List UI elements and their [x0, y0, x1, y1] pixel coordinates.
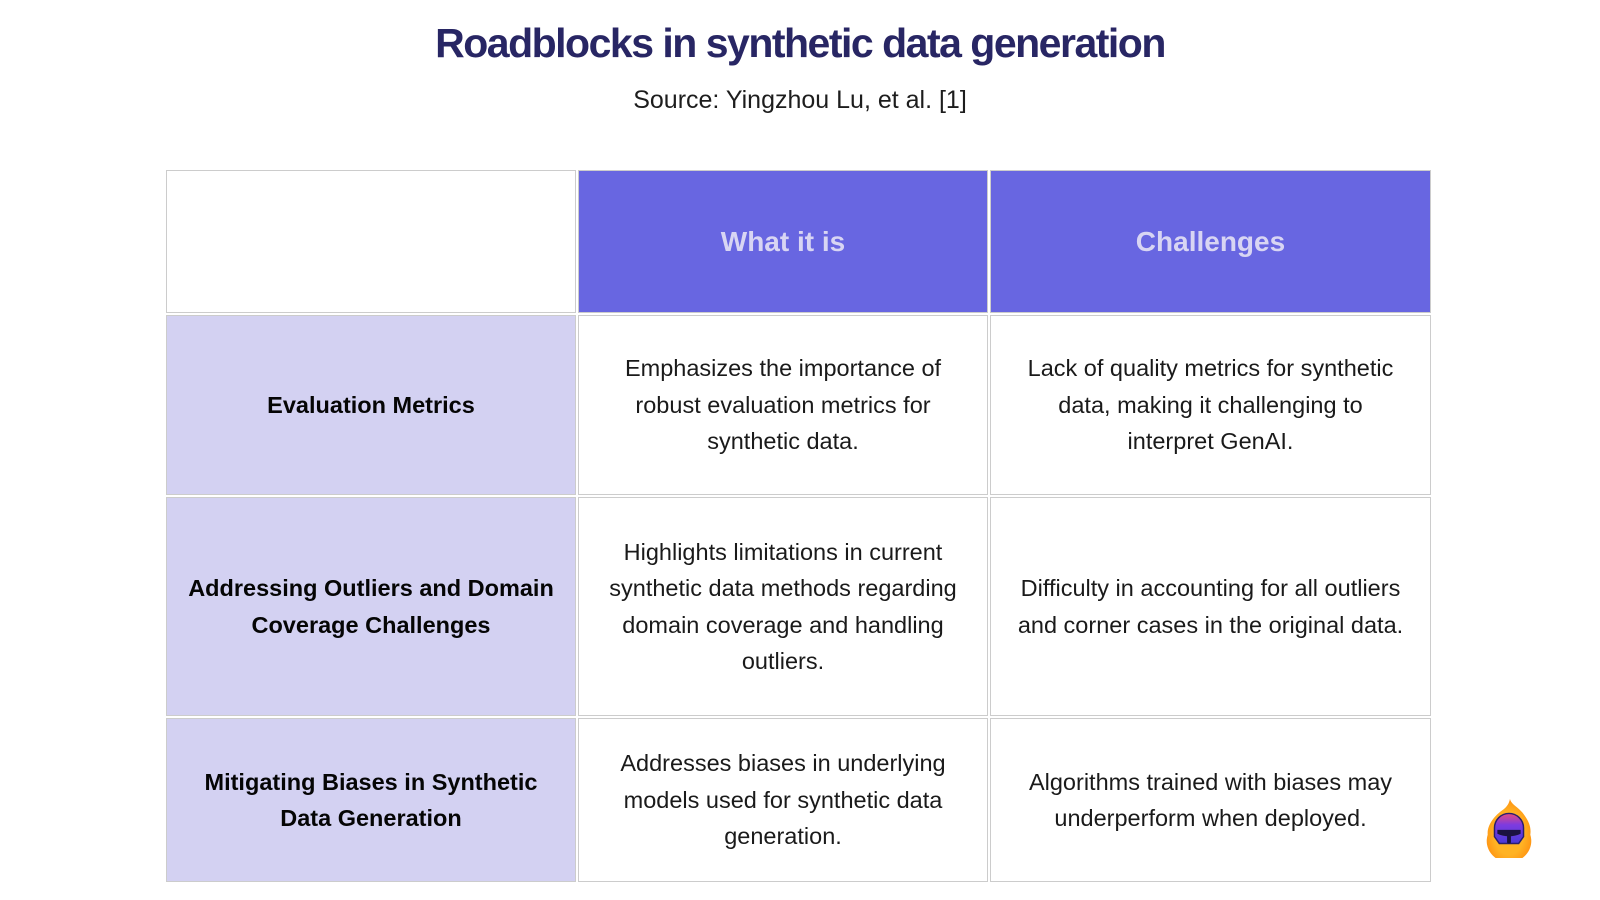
cell-evaluation-metrics-what-it-is: Emphasizes the importance of robust eval… [578, 315, 988, 495]
cell-evaluation-metrics-challenges: Lack of quality metrics for synthetic da… [990, 315, 1431, 495]
page-title: Roadblocks in synthetic data generation [435, 20, 1166, 66]
row-header-evaluation-metrics: Evaluation Metrics [166, 315, 576, 495]
table-corner-cell [166, 170, 576, 313]
flame-helmet-logo-icon [1478, 796, 1540, 863]
row-header-addressing-outliers: Addressing Outliers and Domain Coverage … [166, 497, 576, 716]
column-header-what-it-is: What it is [578, 170, 988, 313]
cell-addressing-outliers-challenges: Difficulty in accounting for all outlier… [990, 497, 1431, 716]
source-citation: Source: Yingzhou Lu, et al. [1] [633, 86, 967, 114]
row-header-mitigating-biases: Mitigating Biases in Synthetic Data Gene… [166, 718, 576, 882]
column-header-challenges: Challenges [990, 170, 1431, 313]
cell-addressing-outliers-what-it-is: Highlights limitations in current synthe… [578, 497, 988, 716]
cell-mitigating-biases-what-it-is: Addresses biases in underlying models us… [578, 718, 988, 882]
roadblocks-table: What it is Challenges Evaluation Metrics… [166, 170, 1431, 882]
cell-mitigating-biases-challenges: Algorithms trained with biases may under… [990, 718, 1431, 882]
